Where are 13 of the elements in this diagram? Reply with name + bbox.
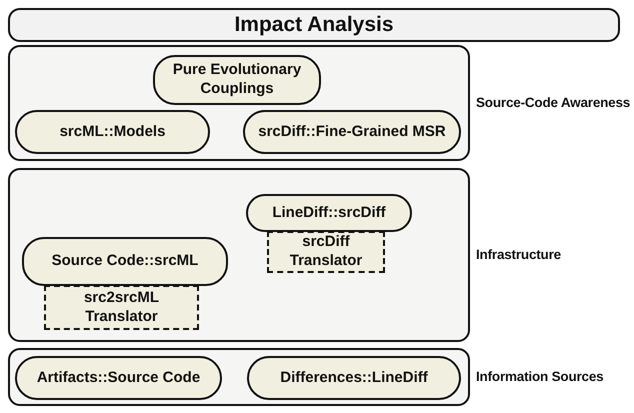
rounded-box: Differences::LineDiff bbox=[247, 356, 461, 400]
layer-label: Source-Code Awareness bbox=[476, 95, 630, 110]
rounded-box: Pure Evolutionary Couplings bbox=[153, 55, 321, 105]
rounded-box: LineDiff::srcDiff bbox=[246, 194, 412, 232]
title-bar: Impact Analysis bbox=[8, 8, 620, 42]
rounded-box: srcDiff::Fine-Grained MSR bbox=[243, 110, 461, 154]
dashed-box: srcDiff Translator bbox=[267, 231, 385, 273]
rounded-box: srcML::Models bbox=[15, 110, 210, 154]
rounded-box: Source Code::srcML bbox=[22, 237, 228, 286]
rounded-box: Artifacts::Source Code bbox=[15, 356, 222, 400]
dashed-box: src2srcML Translator bbox=[44, 285, 199, 330]
layer-label: Information Sources bbox=[476, 369, 604, 384]
layer-label: Infrastructure bbox=[476, 247, 561, 262]
